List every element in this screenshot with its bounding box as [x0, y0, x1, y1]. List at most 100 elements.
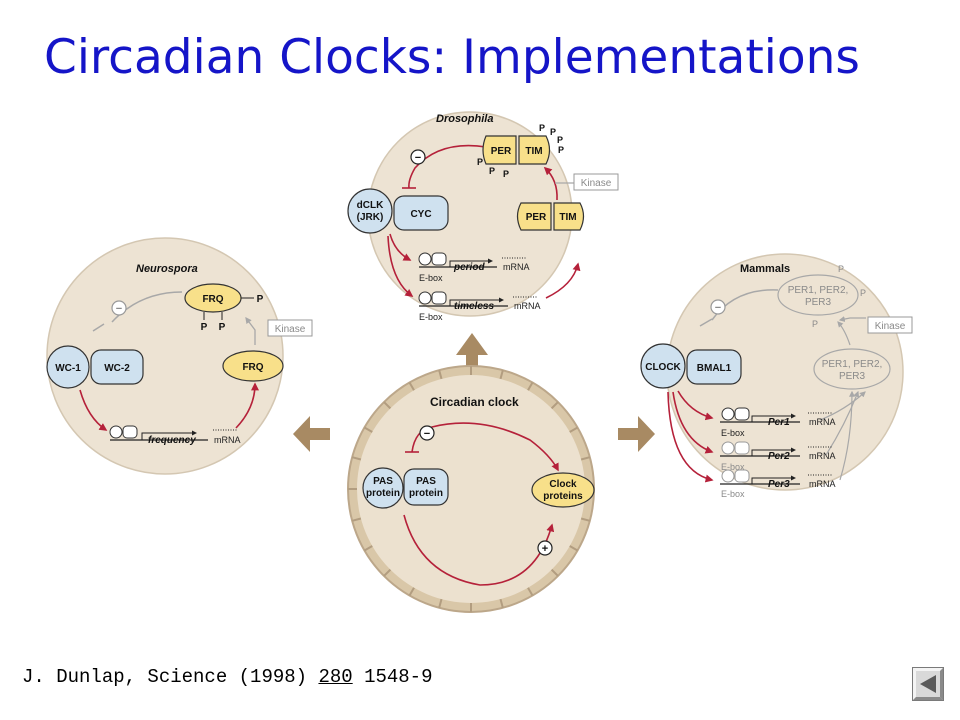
- cyc-box: [393, 195, 449, 231]
- dclk-circle: [347, 188, 393, 234]
- tim-right-shape: [553, 202, 585, 231]
- clock-tick: [363, 545, 373, 552]
- previous-slide-icon: [912, 667, 944, 701]
- pas-protein-label-2a: PAS: [416, 476, 436, 487]
- clock-tick: [550, 568, 559, 577]
- mammals-p-3: P: [812, 319, 818, 329]
- clock-tick: [351, 456, 362, 461]
- per3-ebox-label: E-box: [721, 489, 745, 499]
- mammals-p-1: P: [838, 264, 844, 274]
- period-ebox-label: E-box: [419, 273, 443, 283]
- clock-tick: [408, 587, 415, 597]
- tim-top-shape: [518, 135, 551, 165]
- per1-ebox-label: E-box: [721, 428, 745, 438]
- clock-label: CLOCK: [645, 362, 681, 373]
- neurospora-p-right: P: [257, 294, 264, 305]
- clock-tick: [363, 426, 373, 433]
- timeless-ebox-label: E-box: [419, 312, 443, 322]
- dros-p-1: P: [539, 123, 545, 133]
- mammals-per-right-a: PER1, PER2,: [822, 359, 883, 370]
- mammals-per-top-ellipse: [777, 274, 859, 316]
- mammals-per-right-b: PER3: [839, 371, 866, 382]
- per-right-label: PER: [526, 212, 547, 223]
- mammals-per-top-b: PER3: [805, 297, 832, 308]
- neurospora-minus-icon: [111, 300, 127, 316]
- clock-proteins-label-b: proteins: [543, 491, 583, 502]
- clock-proteins-label-a: Clock: [549, 479, 577, 490]
- wc2-box: [90, 349, 144, 385]
- drosophila-minus-sign: −: [415, 152, 421, 164]
- dros-p-3: P: [557, 135, 563, 145]
- neurospora-gene-label: frequency: [148, 435, 196, 446]
- bmal1-label: BMAL1: [697, 363, 732, 374]
- frq-right-ellipse: [222, 350, 284, 382]
- citation-pages: 1548-9: [352, 666, 433, 688]
- center-plus-icon: [537, 540, 553, 556]
- mammals-per-right-ellipse: [813, 348, 891, 390]
- clock-tick: [569, 426, 579, 433]
- transition-arrow-right: [618, 416, 655, 452]
- bmal1-box: [686, 349, 742, 385]
- frq-top-label: FRQ: [202, 294, 223, 305]
- neurospora-minus-sign: −: [116, 303, 122, 315]
- per1-mrna-label: mRNA: [809, 417, 836, 427]
- neurospora-kinase-box: [267, 319, 313, 337]
- tim-right-label: TIM: [559, 212, 576, 223]
- transition-arrow-up: [456, 333, 488, 370]
- center-title: Circadian clock: [430, 395, 519, 409]
- tim-top-label: TIM: [525, 146, 542, 157]
- previous-slide-button[interactable]: [912, 667, 944, 701]
- center-minus-icon: [419, 425, 435, 441]
- per-top-shape: [482, 135, 517, 165]
- neurospora-kinase-label: Kinase: [275, 324, 306, 335]
- transition-arrow-left: [293, 416, 330, 452]
- mammals-minus-sign: −: [715, 302, 721, 314]
- drosophila-panel: Drosophila − PER TIM P P P P P P P Kinas…: [347, 111, 619, 322]
- citation-prefix: J. Dunlap, Science (1998): [22, 666, 319, 688]
- clock-tick: [499, 369, 504, 380]
- clock-tick: [351, 517, 362, 522]
- dros-p-5: P: [477, 157, 483, 167]
- clock-tick: [580, 517, 591, 522]
- clock-tick: [550, 401, 559, 410]
- clock-tick: [408, 381, 415, 391]
- wc2-label: WC-2: [104, 363, 130, 374]
- per3-mrna-label: mRNA: [809, 479, 836, 489]
- center-minus-sign: −: [424, 428, 430, 440]
- neurospora-ebox-box: [122, 425, 138, 439]
- clock-tick: [383, 401, 392, 410]
- mammals-kinase-box: [867, 316, 913, 334]
- pas-protein-label-2b: protein: [409, 488, 443, 499]
- clock-tick: [383, 568, 392, 577]
- timeless-mrna-label: mRNA: [514, 301, 541, 311]
- neurospora-ebox-circle: [109, 425, 123, 439]
- pas-protein-label-1a: PAS: [373, 476, 393, 487]
- per3-gene-label: Per3: [768, 479, 790, 490]
- pas-protein-box: [403, 468, 449, 506]
- dros-p-6: P: [489, 166, 495, 176]
- neurospora-mrna-label: mRNA: [214, 435, 241, 445]
- per1-gene-label: Per1: [768, 417, 790, 428]
- frq-right-label: FRQ: [242, 362, 263, 373]
- clock-tick: [499, 598, 504, 609]
- neurospora-p-left: P: [201, 322, 208, 333]
- slide-title: Circadian Clocks: Implementations: [44, 30, 860, 85]
- period-gene-label: period: [453, 262, 485, 273]
- dclk-label-a: dCLK: [357, 200, 384, 211]
- pas-protein-label-1b: protein: [366, 488, 400, 499]
- wc1-label: WC-1: [55, 363, 81, 374]
- per2-ebox-label: E-box: [721, 462, 745, 472]
- mammals-minus-icon: [710, 299, 726, 315]
- clock-proteins-ellipse: [531, 472, 595, 508]
- per2-gene-label: Per2: [768, 451, 790, 462]
- citation: J. Dunlap, Science (1998) 280 1548-9: [22, 666, 433, 688]
- drosophila-kinase-label: Kinase: [581, 178, 612, 189]
- neurospora-p-mid: P: [219, 322, 226, 333]
- mammals-p-2: P: [860, 288, 866, 298]
- dclk-label-b: (JRK): [357, 212, 384, 223]
- per-top-label: PER: [491, 146, 512, 157]
- citation-volume: 280: [318, 666, 353, 688]
- drosophila-minus-icon: [410, 149, 426, 165]
- pas-protein-circle: [362, 467, 404, 509]
